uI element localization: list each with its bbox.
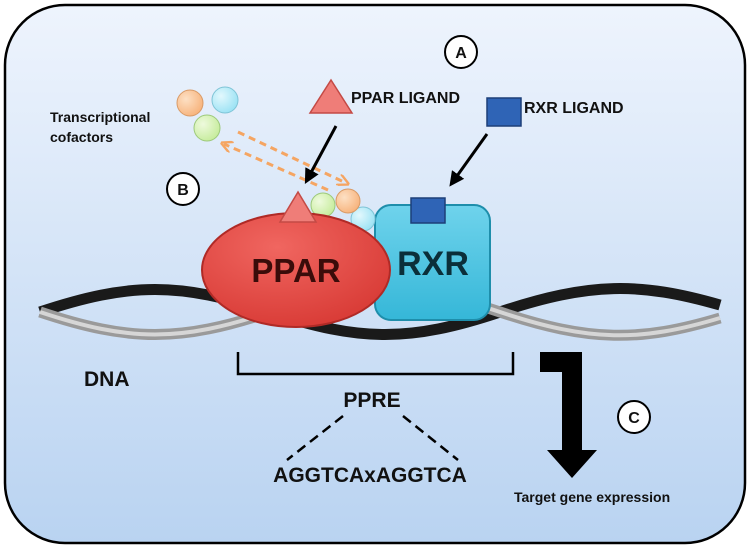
ppre-label: PPRE (343, 389, 400, 412)
marker-b-text: B (177, 182, 189, 199)
marker-c-text: C (628, 410, 640, 427)
marker-a: A (444, 35, 478, 69)
ppre-bracket (236, 352, 515, 376)
dna-label: DNA (84, 368, 130, 391)
rxr-ligand-label: RXR LIGAND (524, 100, 624, 117)
bound-cofactors (310, 188, 376, 232)
ppar-receptor: PPAR (201, 212, 391, 328)
rxr-ligand-arrow (449, 133, 489, 187)
rxr-ligand-icon (486, 97, 522, 127)
marker-c: C (617, 400, 651, 434)
ppar-ligand-arrow (304, 125, 338, 184)
ppar-ligand-icon (308, 78, 354, 114)
rxr-label: RXR (397, 245, 469, 283)
marker-a-text: A (455, 45, 467, 62)
expression-arrow (540, 352, 597, 478)
rxr-receptor: RXR (374, 204, 491, 321)
ppre-sequence-lines (286, 415, 459, 461)
rxr-ligand-bound (410, 197, 446, 224)
cofactors-label-line2: cofactors (50, 129, 113, 145)
marker-b: B (166, 172, 200, 206)
cofactors-label-line1: Transcriptional (50, 109, 150, 125)
ppre-sequence: AGGTCAxAGGTCA (273, 464, 467, 487)
ppar-ligand-label: PPAR LIGAND (351, 90, 460, 107)
target-gene-label: Target gene expression (514, 489, 670, 505)
free-cofactors (176, 86, 239, 142)
ppar-label: PPAR (251, 252, 340, 289)
ppar-ligand-bound (278, 190, 318, 223)
